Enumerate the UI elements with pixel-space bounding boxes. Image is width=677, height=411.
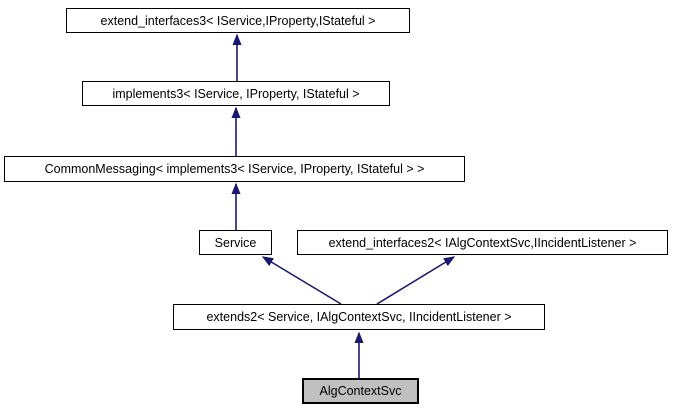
node-commonmessaging[interactable]: CommonMessaging< implements3< IService, …	[4, 156, 465, 182]
node-implements3[interactable]: implements3< IService, IProperty, IState…	[82, 81, 390, 106]
edge-extends2-to-extend-interfaces2	[376, 257, 454, 305]
edge-extends2-to-service	[263, 257, 342, 305]
node-extend-interfaces3[interactable]: extend_interfaces3< IService,IProperty,I…	[66, 8, 410, 33]
node-algcontextsvc-current: AlgContextSvc	[302, 378, 419, 404]
node-service[interactable]: Service	[199, 230, 272, 255]
node-extends2[interactable]: extends2< Service, IAlgContextSvc, IInci…	[173, 304, 545, 330]
node-extend-interfaces2[interactable]: extend_interfaces2< IAlgContextSvc,IInci…	[297, 230, 668, 255]
